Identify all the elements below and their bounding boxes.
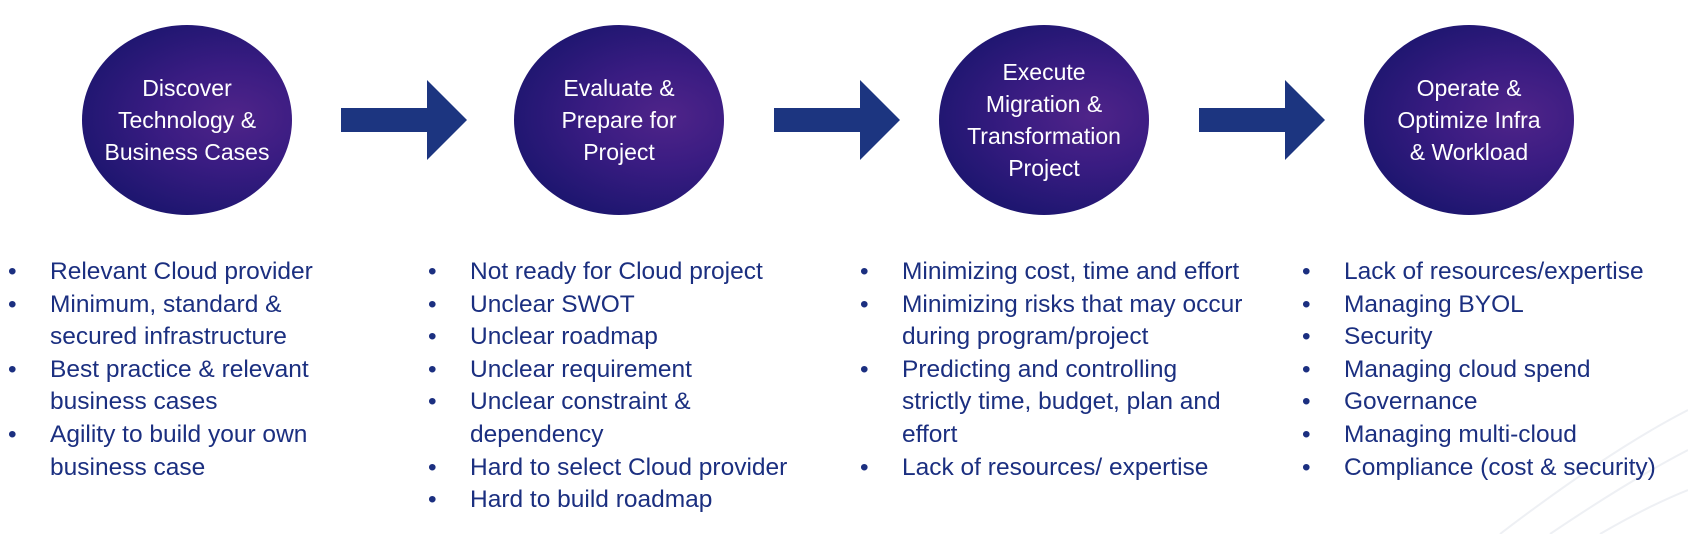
evaluate-challenges-list: Not ready for Cloud project Unclear SWOT… bbox=[428, 256, 828, 517]
execute-challenges-list: Minimizing cost, time and effort Minimiz… bbox=[860, 256, 1250, 484]
list-item: Hard to select Cloud provider bbox=[428, 452, 828, 485]
list-item: Lack of resources/ expertise bbox=[860, 452, 1250, 485]
arrow-right-icon bbox=[1199, 80, 1325, 160]
stage-operate: Operate & Optimize Infra & Workload bbox=[1364, 25, 1574, 215]
list-item: Agility to build your own business case bbox=[8, 419, 328, 484]
list-item: Unclear roadmap bbox=[428, 321, 828, 354]
list-item: Managing multi-cloud bbox=[1302, 419, 1686, 452]
stage-label: Operate & Optimize Infra & Workload bbox=[1397, 75, 1541, 165]
list-item: Minimizing cost, time and effort bbox=[860, 256, 1250, 289]
stage-evaluate: Evaluate & Prepare for Project bbox=[514, 25, 724, 215]
stage-label: Execute Migration & Transformation Proje… bbox=[967, 59, 1121, 181]
list-item: Lack of resources/expertise bbox=[1302, 256, 1686, 289]
list-item: Not ready for Cloud project bbox=[428, 256, 828, 289]
list-item: Unclear constraint & dependency bbox=[428, 386, 828, 451]
list-item: Best practice & relevant business cases bbox=[8, 354, 328, 419]
stage-discover: Discover Technology & Business Cases bbox=[82, 25, 292, 215]
list-item: Security bbox=[1302, 321, 1686, 354]
arrow-right-icon bbox=[341, 80, 467, 160]
list-item: Unclear requirement bbox=[428, 354, 828, 387]
discover-challenges-list: Relevant Cloud provider Minimum, standar… bbox=[8, 256, 328, 484]
list-item: Managing BYOL bbox=[1302, 289, 1686, 322]
stage-execute: Execute Migration & Transformation Proje… bbox=[939, 25, 1149, 215]
list-item: Minimizing risks that may occur during p… bbox=[860, 289, 1250, 354]
stage-label: Evaluate & Prepare for Project bbox=[561, 75, 677, 165]
list-item: Predicting and controlling strictly time… bbox=[860, 354, 1250, 452]
list-item: Hard to build roadmap bbox=[428, 484, 828, 517]
operate-challenges-list: Lack of resources/expertise Managing BYO… bbox=[1302, 256, 1686, 484]
arrow-right-icon bbox=[774, 80, 900, 160]
list-item: Unclear SWOT bbox=[428, 289, 828, 322]
list-item: Governance bbox=[1302, 386, 1686, 419]
stage-label: Discover Technology & Business Cases bbox=[104, 75, 270, 165]
list-item: Relevant Cloud provider bbox=[8, 256, 328, 289]
list-item: Compliance (cost & security) bbox=[1302, 452, 1686, 485]
list-item: Managing cloud spend bbox=[1302, 354, 1686, 387]
list-item: Minimum, standard & secured infrastructu… bbox=[8, 289, 328, 354]
